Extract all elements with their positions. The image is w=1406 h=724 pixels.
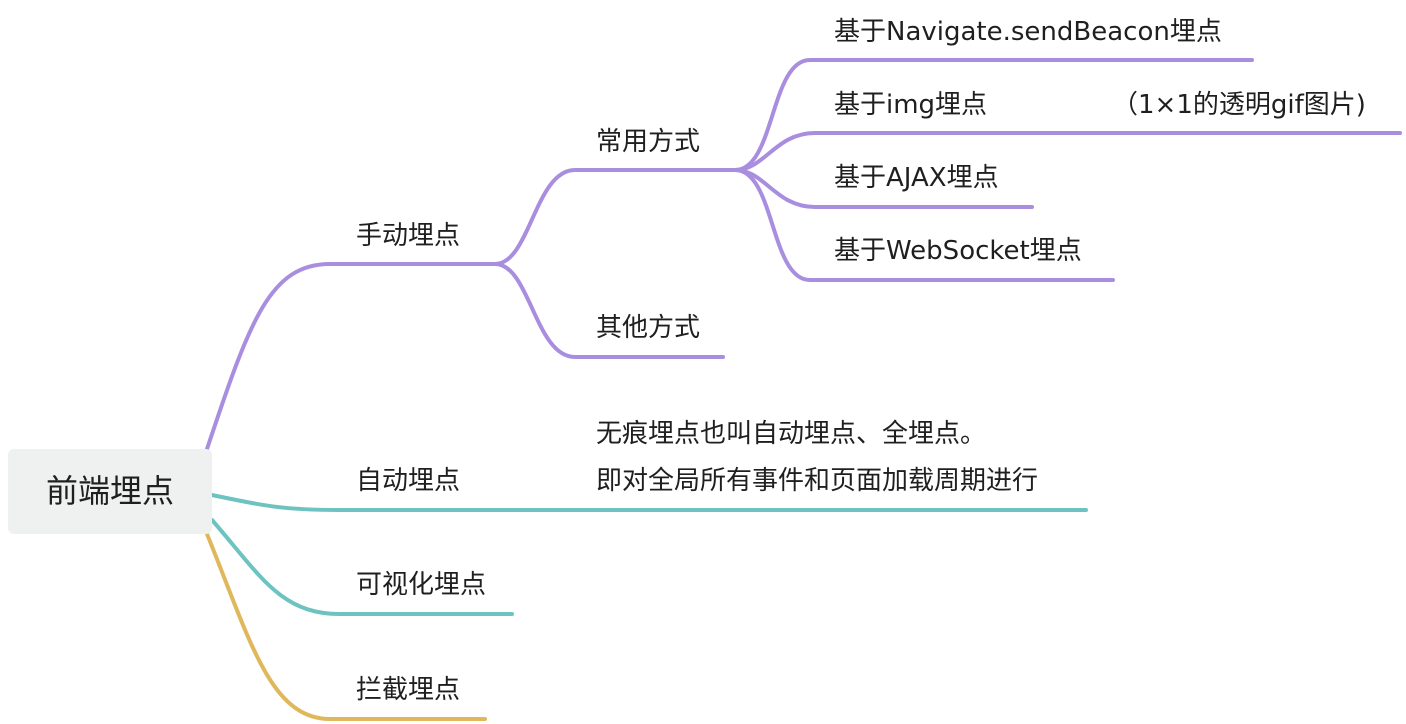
node-manual[interactable]: 手动埋点 <box>356 221 461 251</box>
node-ajax[interactable]: 基于AJAX埋点 <box>834 163 999 193</box>
root-node[interactable]: 前端埋点 <box>8 449 212 534</box>
node-auto-note-line1: 无痕埋点也叫自动埋点、全埋点。 <box>596 419 987 449</box>
connector-root-intercept <box>205 532 487 721</box>
node-img-note: （1×1的透明gif图片) <box>1112 90 1366 120</box>
connector-common-beacon <box>733 58 1254 172</box>
node-auto-note-line2: 即对全局所有事件和页面加载周期进行 <box>596 466 1039 496</box>
node-intercept[interactable]: 拦截埋点 <box>356 675 461 705</box>
connector-root-manual <box>205 262 482 451</box>
node-auto[interactable]: 自动埋点 <box>356 466 461 496</box>
node-visual[interactable]: 可视化埋点 <box>356 570 487 600</box>
node-beacon[interactable]: 基于Navigate.sendBeacon埋点 <box>834 17 1222 47</box>
node-websocket[interactable]: 基于WebSocket埋点 <box>834 236 1082 266</box>
connector-common-websocket <box>733 168 1115 282</box>
connector-root-auto <box>210 493 1088 512</box>
node-common[interactable]: 常用方式 <box>596 127 701 157</box>
connector-manual-common <box>478 168 737 266</box>
connector-manual-other <box>493 262 725 359</box>
node-other[interactable]: 其他方式 <box>596 313 701 343</box>
connector-common-img <box>733 131 1402 172</box>
connector-root-visual <box>210 518 514 616</box>
node-img[interactable]: 基于img埋点 <box>834 90 988 120</box>
root-label: 前端埋点 <box>45 472 174 510</box>
